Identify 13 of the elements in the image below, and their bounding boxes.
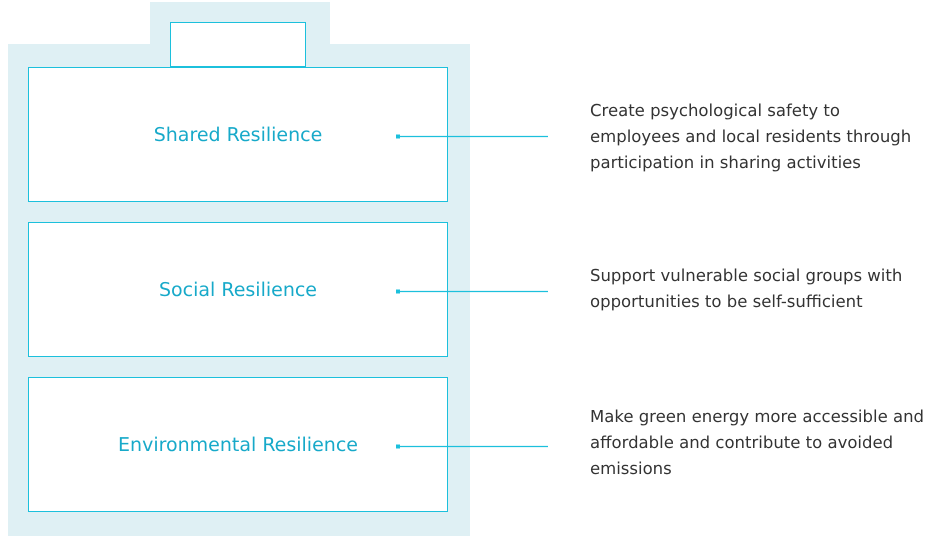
cell-title: Social Resilience: [158, 278, 317, 300]
description-text: Create psychological safety to employees and local residents through participation in sharing activities: [590, 100, 912, 174]
terminal-cap-box: [170, 22, 306, 67]
battery-cell: [28, 67, 448, 202]
description-text: Support vulnerable social groups with opportunities to be self-sufficient: [590, 265, 904, 313]
leader-line: [396, 290, 548, 294]
leader-line: [396, 134, 548, 138]
cell-title: Shared Resilience: [154, 124, 322, 146]
leader-line: [396, 444, 548, 448]
battery-cell: [28, 222, 448, 357]
cell-title: Environmental Resilience: [118, 434, 358, 456]
battery-cell: [28, 377, 448, 512]
description-text: Make green energy more accessible and affordable and contribute to avoided emissions: [590, 406, 926, 480]
